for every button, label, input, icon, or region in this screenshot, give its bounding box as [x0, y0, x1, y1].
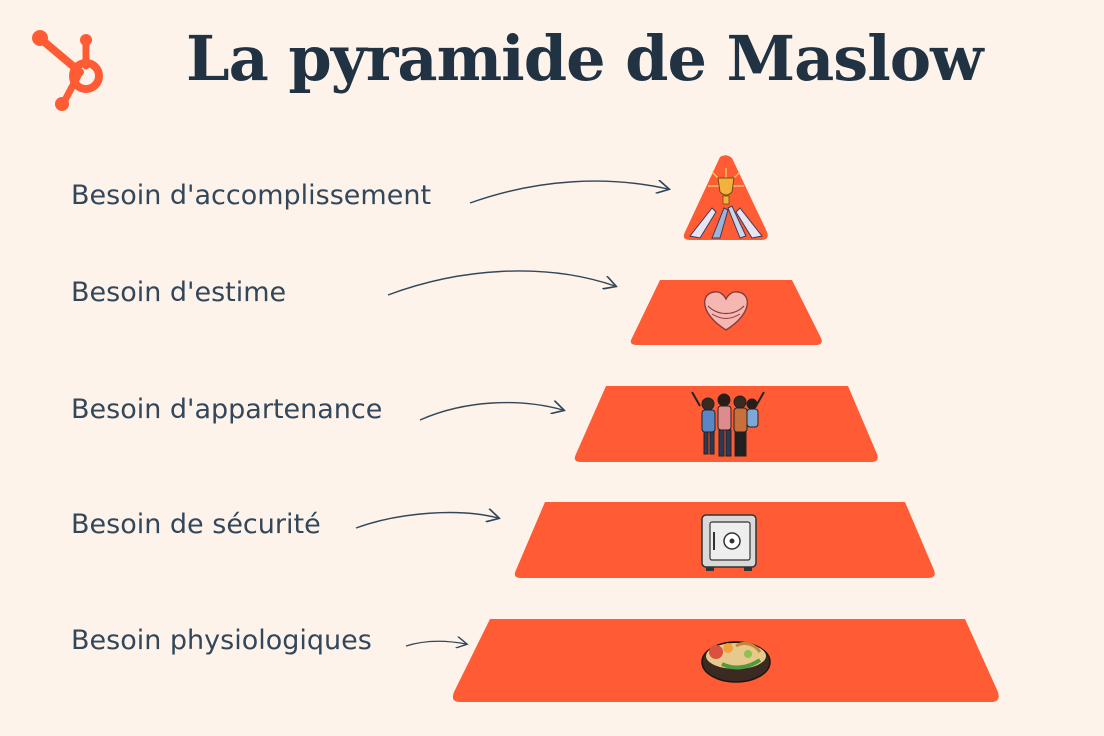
- heart-hug-icon: [703, 291, 749, 331]
- food-bowl-icon: [701, 641, 771, 683]
- arrow-safety: [355, 513, 498, 529]
- arrow-physiological: [405, 641, 466, 646]
- arrow-accomplishment: [469, 181, 668, 204]
- trophy-hands-icon: [689, 168, 763, 239]
- hubspot-logo: [32, 30, 103, 111]
- safe-icon: [701, 514, 757, 571]
- arrow-esteem: [387, 270, 615, 296]
- arrow-belonging: [419, 403, 563, 421]
- level-label-esteem: Besoin d'estime: [71, 277, 287, 308]
- level-label-safety: Besoin de sécurité: [71, 509, 321, 540]
- level-label-accomplishment: Besoin d'accomplissement: [71, 180, 432, 211]
- page-title: La pyramide de Maslow: [186, 22, 983, 95]
- level-label-belonging: Besoin d'appartenance: [71, 394, 383, 425]
- level-label-physiological: Besoin physiologiques: [71, 625, 372, 656]
- friends-group-icon: [691, 391, 765, 457]
